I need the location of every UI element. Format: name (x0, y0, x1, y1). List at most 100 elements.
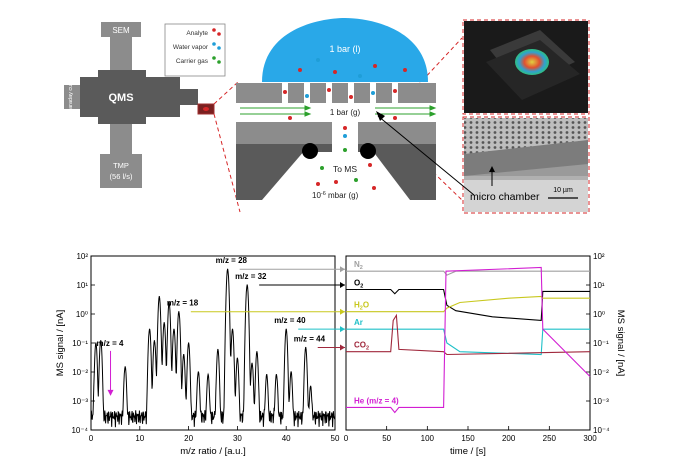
x-tick-label: 0 (89, 434, 94, 443)
spectrum-peak (100, 340, 102, 342)
spectrum-peak (310, 386, 312, 388)
y-tick-label: 10⁻³ (72, 397, 88, 406)
spectrum-peak (163, 322, 165, 324)
qms-top-arm (110, 37, 132, 77)
spectrum-line (90, 269, 336, 428)
peak-annotation: m/z = 44 (294, 334, 326, 343)
peak-annotation: m/z = 32 (235, 272, 267, 281)
peak-annotation: m/z = 18 (167, 299, 199, 308)
to-ms-label: To MS (333, 164, 357, 174)
y-tick-label: 10⁻¹ (593, 339, 609, 348)
peak-annotation: m/z = 40 (274, 316, 306, 325)
y-tick-label: 10² (76, 252, 88, 261)
particle-legend: Analyte Water vapor Carrier gas (164, 23, 226, 77)
spectrum-peak (153, 340, 156, 342)
qms-cross (98, 70, 146, 124)
spectrum-peak (227, 268, 229, 270)
x-axis-label: m/z ratio / [a.u.] (180, 446, 245, 457)
spectrum-peak (290, 371, 292, 373)
qms-bottom-arm (110, 124, 132, 154)
oring-right (360, 143, 376, 159)
spectrum-peak (124, 366, 126, 368)
series-label: H2O (354, 301, 369, 312)
x-tick-label: 20 (184, 434, 193, 443)
spectrum-peak (256, 351, 258, 353)
series-line (346, 313, 591, 356)
spectrum-peak (173, 328, 175, 330)
annotation-link-head (340, 308, 345, 315)
peak-annotation: m/z = 28 (216, 256, 248, 265)
x-tick-label: 30 (233, 434, 242, 443)
x-tick-label: 200 (502, 434, 516, 443)
series-label: CO2 (354, 341, 369, 352)
legend-analyte: Analyte (186, 30, 208, 37)
spectrum-peak (183, 353, 185, 356)
oring-left (302, 143, 318, 159)
liquid-label: 1 bar (l) (329, 44, 360, 54)
series-label: N2 (354, 260, 363, 271)
x-tick-label: 50 (331, 434, 340, 443)
annotation-link-head (340, 326, 345, 333)
spectrum-peak (251, 362, 253, 364)
faraday-box (64, 85, 80, 109)
x-axis-label: time / [s] (450, 446, 486, 457)
x-tick-label: 0 (344, 434, 349, 443)
spectrum-peak (246, 284, 248, 286)
y-tick-label: 10¹ (593, 281, 605, 290)
legend-carrier-dot (212, 56, 216, 60)
qms-flange (180, 89, 198, 105)
tmp-label: TMP (113, 161, 129, 170)
y-tick-label: 10² (593, 252, 605, 261)
chamber-arrow (377, 115, 475, 196)
series-line (346, 270, 590, 276)
spectrum-peak (168, 301, 170, 304)
chip-bottom-left (236, 144, 305, 200)
photo-sem: micro chamber 10 µm (464, 118, 588, 212)
membrane (236, 83, 436, 103)
pore (348, 83, 354, 103)
x-tick-label: 250 (543, 434, 557, 443)
liquid-droplet (262, 18, 428, 82)
gas-flow-arrows (240, 105, 437, 117)
sem-label: SEM (112, 26, 130, 35)
series-label: He (m/z = 4) (354, 396, 399, 405)
y-tick-label: 10⁻⁴ (71, 426, 88, 435)
x-tick-label: 10 (135, 434, 144, 443)
spectrum-peak (231, 328, 234, 330)
legend-analyte-dot (212, 28, 216, 32)
annotation-link-head (340, 266, 345, 273)
tmp-box (100, 154, 142, 188)
chip-inlet-spot (203, 107, 209, 111)
chip-bottom-right (372, 144, 436, 200)
legend-water-dot (217, 46, 221, 50)
spectrum-peak (148, 328, 151, 330)
x-tick-label: 40 (282, 434, 291, 443)
sem-box (101, 22, 141, 37)
spectrum-peak (158, 295, 160, 298)
legend-carrier: Carrier gas (176, 58, 209, 65)
micro-chamber-pointer-head (489, 166, 495, 172)
y-tick-label: 10⁻³ (593, 397, 609, 406)
y-axis-label: MS signal / [nA] (615, 310, 626, 377)
annotation-link-head (340, 344, 345, 351)
y-tick-label: 10⁻² (593, 368, 609, 377)
faraday-label: Faraday cup (68, 82, 74, 113)
qms-schematic: SEM QMS Faraday cup TMP (56 l/s) (64, 22, 215, 188)
chip-cross-section: 1 bar (l) 1 bar (g) To MS 10-6 mbar (g) (236, 18, 437, 200)
series-label: O2 (354, 278, 363, 289)
spectrum-peak (188, 342, 190, 344)
scale-bar-label: 10 µm (553, 187, 573, 194)
x-tick-label: 300 (583, 434, 597, 443)
y-tick-label: 10¹ (76, 281, 88, 290)
legend-carrier-dot (217, 60, 221, 64)
photo-chip (464, 21, 588, 113)
micro-chamber-label: micro chamber (470, 191, 540, 203)
y-tick-label: 10⁻¹ (72, 339, 88, 348)
y-tick-label: 10⁻² (72, 368, 88, 377)
spectrum-peak (305, 346, 307, 349)
legend-water: Water vapor (173, 44, 209, 51)
spectrum-peak (275, 374, 278, 376)
